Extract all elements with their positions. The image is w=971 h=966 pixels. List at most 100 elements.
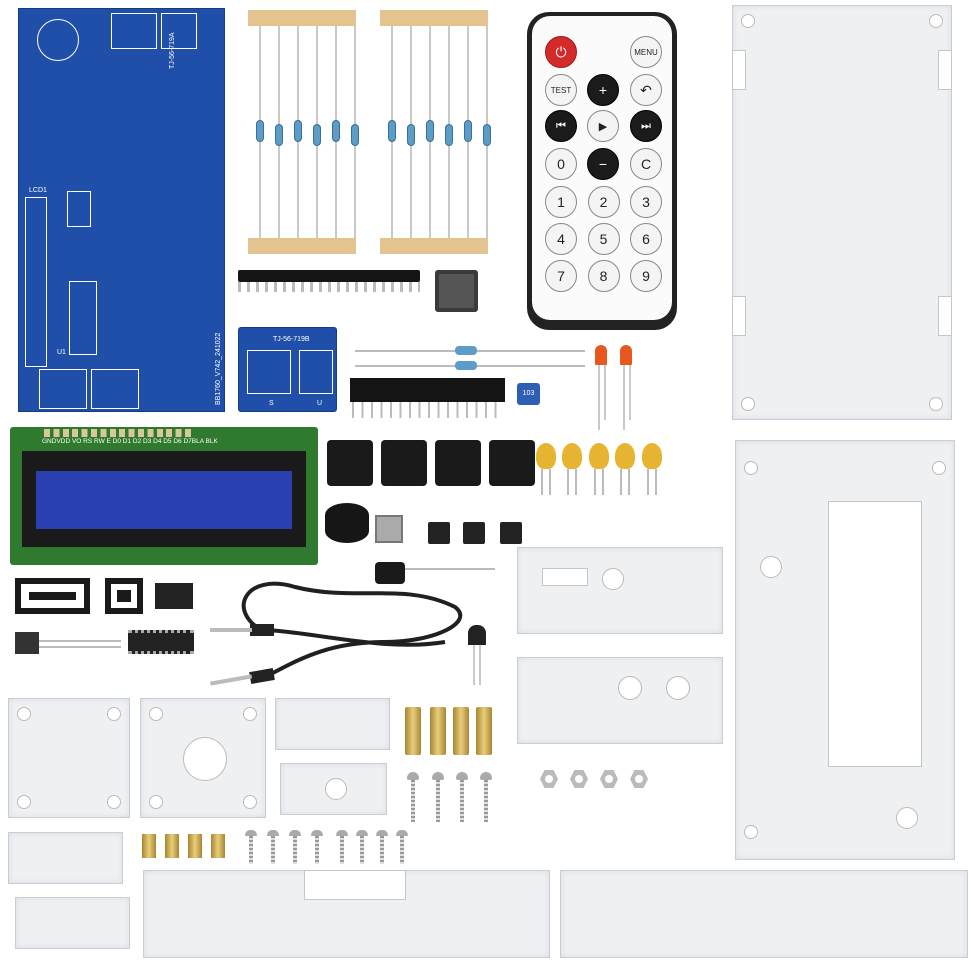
menu-button: MENU <box>630 36 662 68</box>
ic-socket-16pin <box>15 578 90 614</box>
back-button: ↶ <box>630 74 662 106</box>
resistor <box>332 120 340 142</box>
connector-footprint <box>111 13 157 49</box>
power-icon: ⏻ <box>555 43 567 60</box>
acrylic-long-strip <box>560 870 968 958</box>
prev-icon: ⏮ <box>556 119 566 132</box>
lcd-pins <box>44 429 194 437</box>
acrylic-square-piece <box>8 698 130 818</box>
tactile-button <box>500 522 522 544</box>
screw-small <box>396 830 408 864</box>
test-label: TEST <box>550 85 572 95</box>
loose-resistor-body <box>455 346 477 355</box>
lcd-screen <box>36 471 292 529</box>
screw-small <box>356 830 368 864</box>
female-pin-header <box>350 378 505 402</box>
screw-small <box>245 830 257 864</box>
audio-jack <box>381 440 427 486</box>
brass-standoff <box>453 707 469 755</box>
resistor <box>445 124 453 146</box>
large-tactile-button <box>435 270 478 312</box>
digit-label: 8 <box>599 268 608 284</box>
plus-button: + <box>587 74 619 106</box>
capacitor-footprint <box>37 19 79 61</box>
prev-button: ⏮ <box>545 110 577 142</box>
zero-label: 0 <box>557 156 565 172</box>
resistor <box>464 120 472 142</box>
screw <box>456 772 468 822</box>
hex-nut <box>600 770 618 788</box>
tactile-button <box>463 522 485 544</box>
red-led <box>620 345 632 365</box>
acrylic-tab-piece <box>275 698 390 750</box>
audio-plug <box>249 668 275 684</box>
ic-chip-14pin <box>128 630 194 654</box>
resistor <box>256 120 264 142</box>
transistor <box>468 625 486 645</box>
red-led <box>595 345 607 365</box>
potentiometer: 103 <box>517 383 540 405</box>
main-pcb-board: TJ-56-719A LCD1 U1 BB1760_V742_241022 <box>18 8 225 412</box>
play-button: ▶ <box>587 110 619 142</box>
tactile-button <box>428 522 450 544</box>
resistor-tape <box>248 238 356 254</box>
pcb-label-lcd: LCD1 <box>29 187 47 194</box>
brass-standoff <box>476 707 492 755</box>
digit-label: 6 <box>642 231 650 247</box>
acrylic-side-panel <box>517 657 723 744</box>
resistor <box>483 124 491 146</box>
pcb-label: TJ-56-719A <box>169 32 176 69</box>
small-pcb-s-label: S <box>269 400 274 407</box>
resistor <box>275 124 283 146</box>
digit-6-button: 6 <box>630 223 662 255</box>
acrylic-long-strip <box>143 870 550 958</box>
resistor <box>388 120 396 142</box>
zero-button: 0 <box>545 148 577 180</box>
digit-9-button: 9 <box>630 260 662 292</box>
digit-label: 5 <box>599 231 608 247</box>
digit-label: 2 <box>599 194 608 210</box>
hex-nut <box>630 770 648 788</box>
female-pin-header-pins <box>352 402 504 418</box>
ceramic-capacitor <box>589 443 609 495</box>
resistor <box>313 124 321 146</box>
hex-nut <box>570 770 588 788</box>
male-pin-header-pins <box>238 282 420 292</box>
digit-3-button: 3 <box>630 186 662 218</box>
acrylic-tab-piece <box>280 763 387 815</box>
ic-footprint <box>69 281 97 355</box>
digit-1-button: 1 <box>545 186 577 218</box>
clear-button: C <box>630 148 662 180</box>
pcb-label-model: BB1760_V742_241022 <box>215 332 222 405</box>
resistor <box>426 120 434 142</box>
back-icon: ↶ <box>640 81 652 98</box>
hex-nut <box>540 770 558 788</box>
acrylic-square-piece <box>140 698 266 818</box>
power-button: ⏻ <box>545 36 577 68</box>
acrylic-back-panel <box>732 5 952 420</box>
resistor-tape <box>248 10 356 26</box>
ir-receiver-leads <box>39 640 121 648</box>
digit-8-button: 8 <box>587 260 620 292</box>
screw-small <box>336 830 348 864</box>
audio-plug <box>250 624 274 636</box>
male-pin-header <box>238 270 420 282</box>
ic-footprint-small <box>67 191 91 227</box>
potentiometer-label: 103 <box>522 390 535 397</box>
clear-label: C <box>640 156 652 172</box>
digit-4-button: 4 <box>545 223 577 255</box>
ceramic-capacitor <box>562 443 582 495</box>
resistor <box>294 120 302 142</box>
minus-icon: − <box>598 156 608 172</box>
digit-label: 3 <box>642 194 650 210</box>
digit-7-button: 7 <box>545 260 577 292</box>
digit-2-button: 2 <box>587 186 620 218</box>
buzzer <box>325 503 369 543</box>
resistor-tape <box>380 10 488 26</box>
acrylic-tab-piece <box>15 897 130 949</box>
next-icon: ⏭ <box>641 119 651 132</box>
resistor <box>407 124 415 146</box>
lcd-header-footprint <box>25 197 47 367</box>
ceramic-capacitor <box>615 443 635 495</box>
test-button: TEST <box>545 74 577 106</box>
